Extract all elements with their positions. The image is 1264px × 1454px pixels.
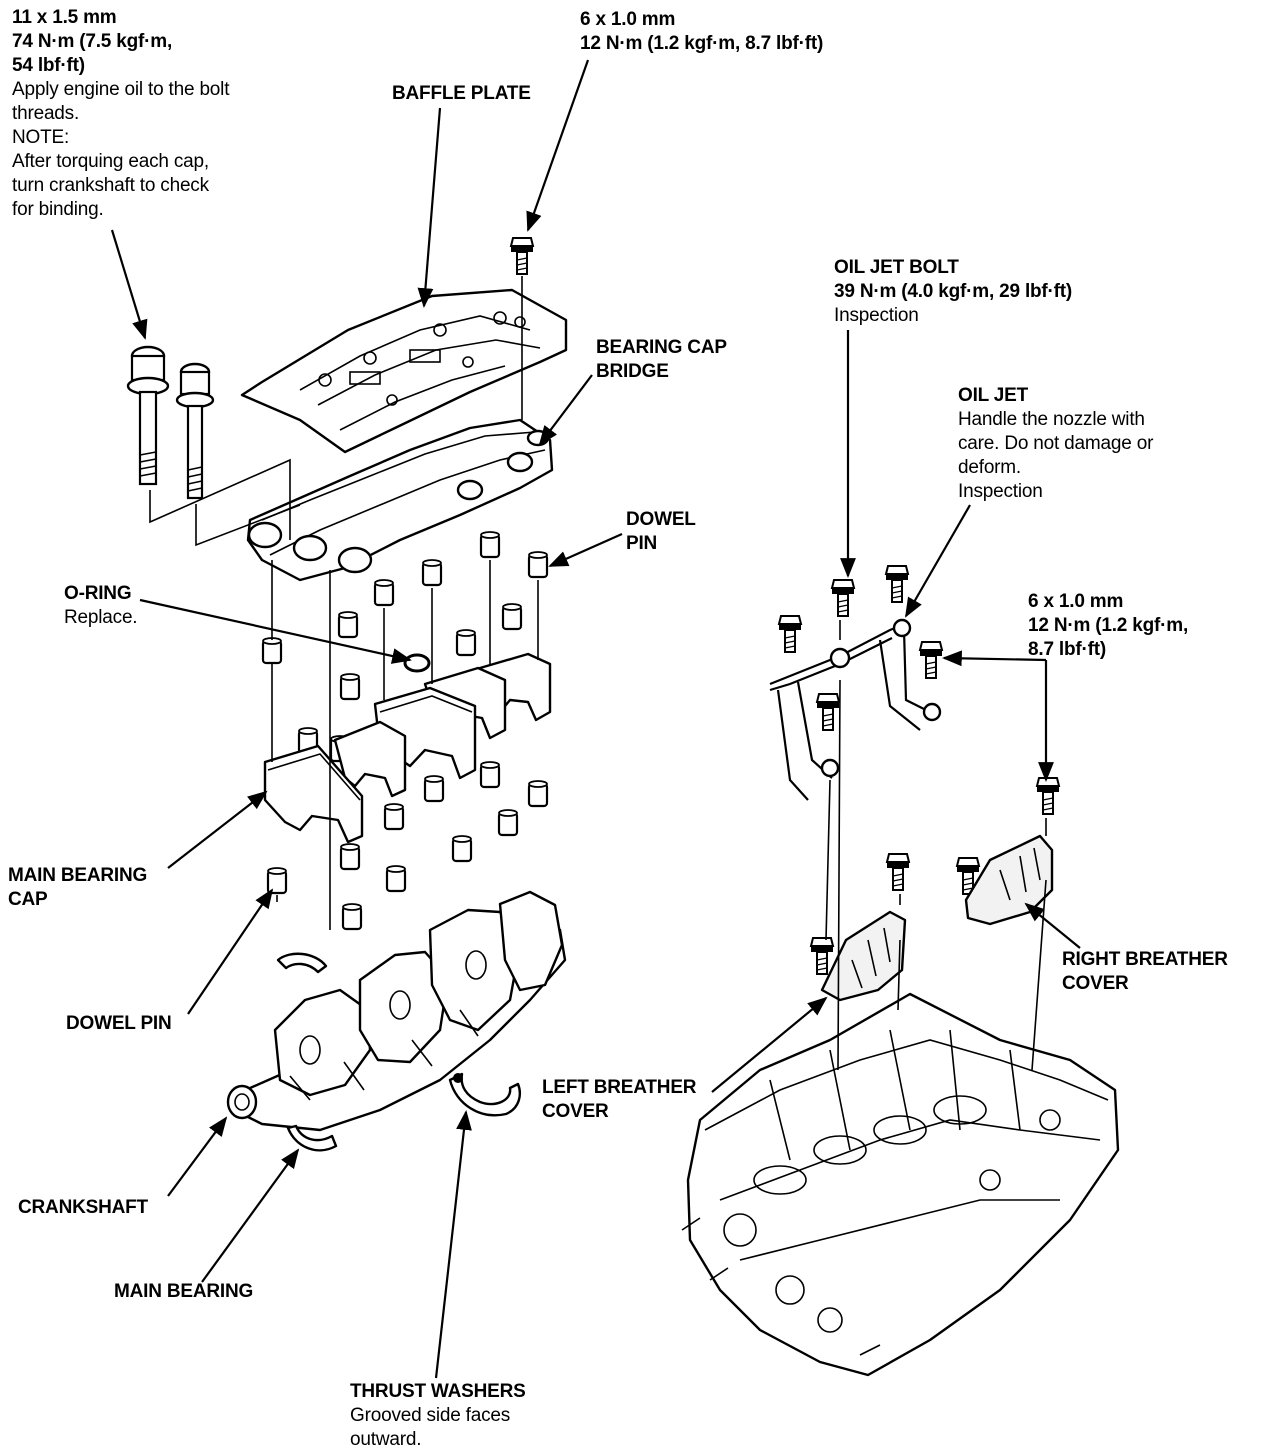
label-line: 74 N·m (7.5 kgf·m, bbox=[12, 31, 173, 52]
label-line: 11 x 1.5 mm bbox=[12, 7, 117, 28]
label-line: BAFFLE PLATE bbox=[392, 83, 531, 104]
label-line: DOWEL PIN bbox=[66, 1013, 172, 1034]
label-line: O-RING bbox=[64, 583, 132, 604]
label-line: PIN bbox=[626, 533, 658, 554]
label-note: turn crankshaft to check bbox=[12, 175, 209, 196]
label-baffle-bolt-spec: 6 x 1.0 mm 12 N·m (1.2 kgf·m, 8.7 lbf·ft… bbox=[580, 8, 823, 56]
label-thrust-washers: THRUST WASHERS Grooved side faces outwar… bbox=[350, 1380, 526, 1452]
label-left-breather-cover: LEFT BREATHER COVER bbox=[542, 1076, 697, 1124]
label-baffle-plate: BAFFLE PLATE bbox=[392, 82, 531, 106]
baffle-plate-drawing bbox=[240, 288, 568, 454]
label-note: threads. bbox=[12, 103, 80, 124]
label-breather-bolt-spec: 6 x 1.0 mm 12 N·m (1.2 kgf·m, 8.7 lbf·ft… bbox=[1028, 590, 1188, 662]
label-line: OIL JET bbox=[958, 385, 1029, 406]
upper-bearing-shell bbox=[276, 952, 328, 974]
label-note: NOTE: bbox=[12, 127, 70, 148]
label-line: DOWEL bbox=[626, 509, 696, 530]
label-line: 54 lbf·ft) bbox=[12, 55, 85, 76]
label-line: COVER bbox=[1062, 973, 1129, 994]
label-line: CRANKSHAFT bbox=[18, 1197, 148, 1218]
label-line: MAIN BEARING bbox=[8, 865, 148, 886]
label-line: 12 N·m (1.2 kgf·m, 8.7 lbf·ft) bbox=[580, 33, 824, 54]
label-line: LEFT BREATHER bbox=[542, 1077, 697, 1098]
label-cap-bolt-spec: 11 x 1.5 mm 74 N·m (7.5 kgf·m, 54 lbf·ft… bbox=[12, 6, 229, 222]
label-crankshaft: CRANKSHAFT bbox=[18, 1196, 148, 1220]
crankshaft-drawing bbox=[226, 890, 567, 1132]
label-line: THRUST WASHERS bbox=[350, 1381, 526, 1402]
label-note: for binding. bbox=[12, 199, 104, 220]
bearing-cap-bridge-drawing bbox=[246, 418, 554, 582]
label-line: RIGHT BREATHER bbox=[1062, 949, 1228, 970]
label-bearing-cap-bridge: BEARING CAP BRIDGE bbox=[596, 336, 727, 384]
label-o-ring: O-RING Replace. bbox=[64, 582, 138, 630]
thrust-washer-shell bbox=[448, 1072, 521, 1117]
engine-block-drawing bbox=[681, 992, 1120, 1377]
o-ring-shape bbox=[403, 653, 431, 673]
oil-jet-assembly bbox=[769, 618, 942, 801]
label-note: Inspection bbox=[834, 305, 919, 326]
label-note: Grooved side faces bbox=[350, 1405, 511, 1426]
main-bearing-shell bbox=[286, 1124, 338, 1152]
label-line: 8.7 lbf·ft) bbox=[1028, 639, 1107, 660]
label-dowel-pin-lower: DOWEL PIN bbox=[66, 1012, 172, 1036]
label-line: 12 N·m (1.2 kgf·m, bbox=[1028, 615, 1189, 636]
label-right-breather-cover: RIGHT BREATHER COVER bbox=[1062, 948, 1228, 996]
label-line: 6 x 1.0 mm bbox=[1028, 591, 1124, 612]
right-breather-cover-shape bbox=[964, 834, 1054, 926]
label-note: Handle the nozzle with bbox=[958, 409, 1145, 430]
label-note: Apply engine oil to the bolt bbox=[12, 79, 230, 100]
label-note: Inspection bbox=[958, 481, 1043, 502]
label-note: outward. bbox=[350, 1429, 422, 1450]
label-note: Replace. bbox=[64, 607, 138, 628]
label-line: 39 N·m (4.0 kgf·m, 29 lbf·ft) bbox=[834, 281, 1073, 302]
label-note: After torquing each cap, bbox=[12, 151, 209, 172]
cap-bolt-long-1 bbox=[126, 345, 170, 486]
label-line: MAIN BEARING bbox=[114, 1281, 254, 1302]
label-line: CAP bbox=[8, 889, 48, 910]
label-dowel-pin-upper: DOWEL PIN bbox=[626, 508, 696, 556]
leader-arrows bbox=[110, 59, 1081, 1379]
label-oil-jet-bolt: OIL JET BOLT 39 N·m (4.0 kgf·m, 29 lbf·f… bbox=[834, 256, 1072, 328]
main-bearing-caps bbox=[263, 652, 552, 844]
label-note: deform. bbox=[958, 457, 1022, 478]
label-line: OIL JET BOLT bbox=[834, 257, 959, 278]
label-line: BRIDGE bbox=[596, 361, 669, 382]
label-main-bearing-cap: MAIN BEARING CAP bbox=[8, 864, 147, 912]
label-main-bearing: MAIN BEARING bbox=[114, 1280, 253, 1304]
label-line: COVER bbox=[542, 1101, 609, 1122]
left-breather-cover-shape bbox=[820, 910, 907, 1002]
label-line: 6 x 1.0 mm bbox=[580, 9, 676, 30]
cap-bolt-long-2 bbox=[175, 362, 215, 500]
label-line: BEARING CAP bbox=[596, 337, 727, 358]
label-note: care. Do not damage or bbox=[958, 433, 1154, 454]
label-oil-jet: OIL JET Handle the nozzle with care. Do … bbox=[958, 384, 1153, 504]
